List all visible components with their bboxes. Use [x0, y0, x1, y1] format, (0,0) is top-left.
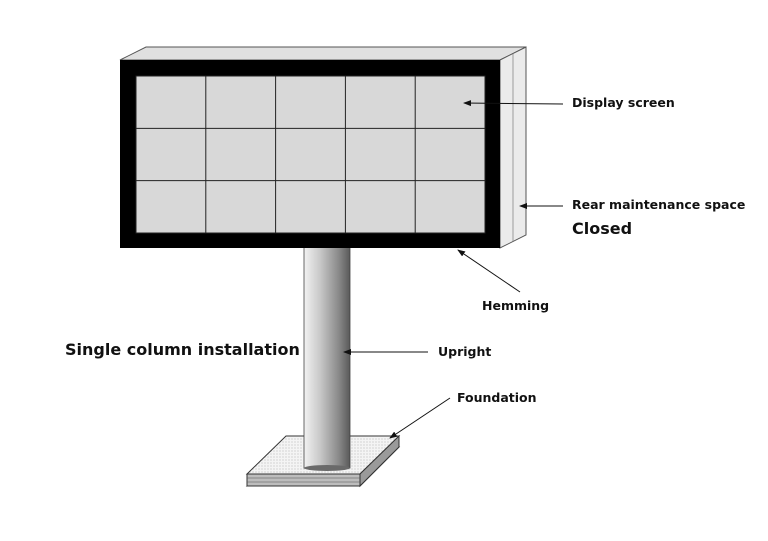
- upright-column: [303, 243, 351, 471]
- label-single-column-installation: Single column installation: [65, 340, 300, 359]
- screen-grid: [136, 76, 485, 233]
- leader-hemming: [457, 249, 521, 293]
- foundation: [245, 434, 401, 488]
- leader-foundation: [389, 397, 451, 439]
- label-foundation: Foundation: [457, 390, 537, 405]
- label-display-screen: Display screen: [572, 95, 675, 110]
- label-upright: Upright: [438, 344, 492, 359]
- label-rear-maintenance-space: Rear maintenance space: [572, 197, 746, 212]
- label-closed: Closed: [572, 219, 633, 238]
- leader-lines: [343, 100, 564, 439]
- display-screen: [135, 75, 486, 234]
- leader-display-screen: [463, 100, 564, 107]
- label-hemming: Hemming: [482, 298, 550, 313]
